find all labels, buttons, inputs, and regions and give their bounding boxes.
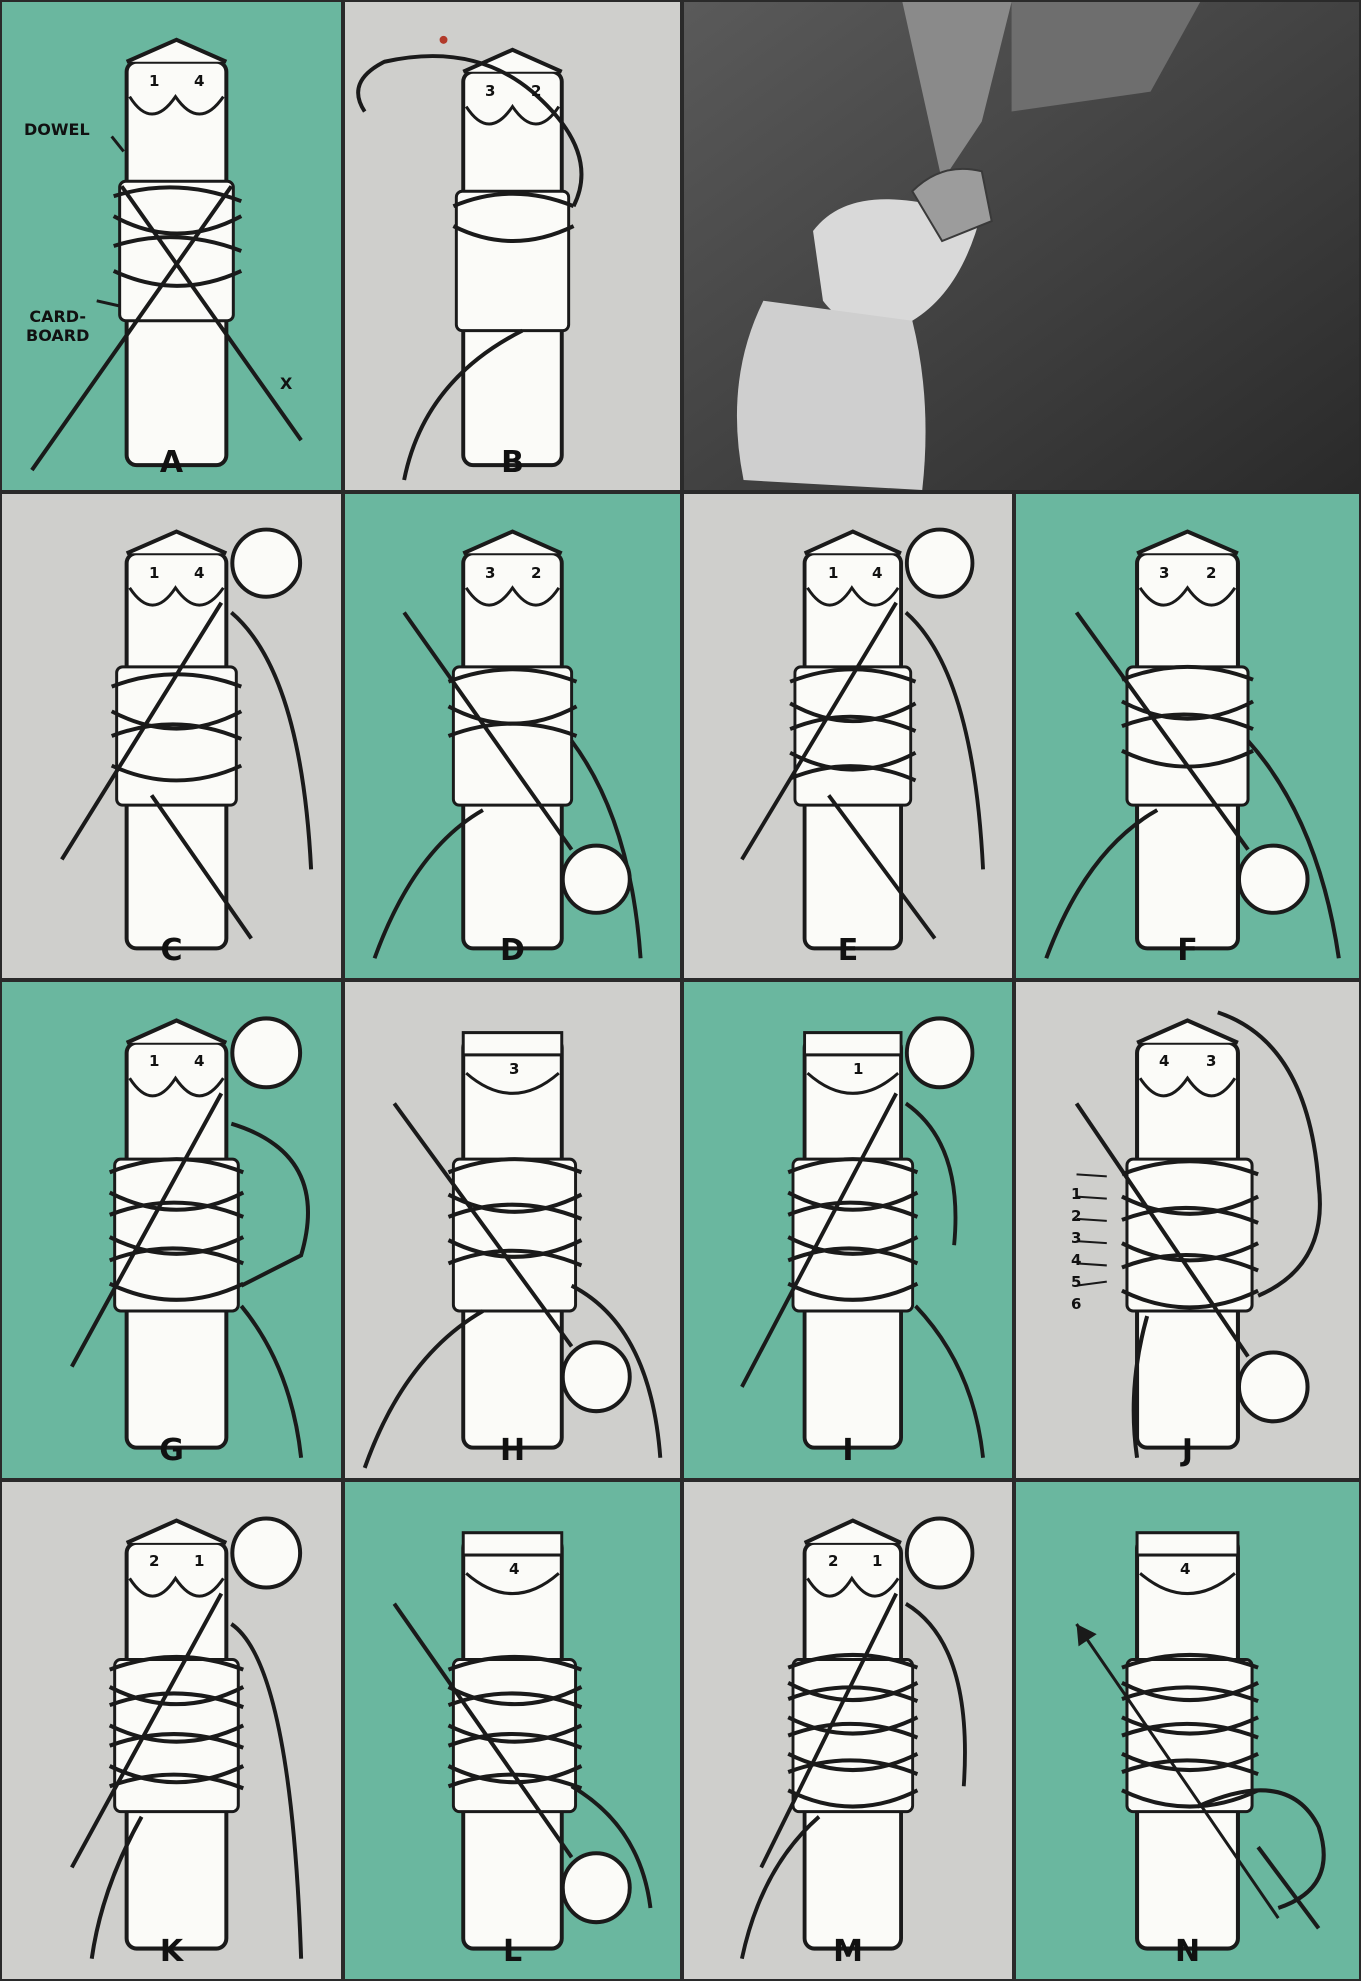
- panel-m-illustration: [684, 1482, 1012, 1979]
- row-marker-4: 4: [1071, 1251, 1081, 1269]
- panel-letter: J: [1016, 1433, 1359, 1468]
- dowel-mark-1: 1: [149, 72, 159, 90]
- panel-letter: B: [345, 445, 680, 480]
- dowel-mark-1: 1: [149, 1052, 159, 1070]
- panel-e: 1 4 E: [682, 492, 1014, 980]
- panel-f-illustration: [1016, 494, 1359, 978]
- panel-letter: H: [345, 1433, 680, 1468]
- panel-f: 3 2 F: [1014, 492, 1361, 980]
- dowel-mark-2: 2: [1206, 564, 1216, 582]
- panel-k-illustration: [2, 1482, 341, 1979]
- panel-d: 3 2 D: [343, 492, 682, 980]
- panel-b: 3 2 B: [343, 0, 682, 492]
- panel-letter: K: [2, 1934, 341, 1969]
- panel-h: 3 H: [343, 980, 682, 1480]
- panel-e-illustration: [684, 494, 1012, 978]
- dowel-mark-2: 4: [194, 564, 204, 582]
- panel-a-illustration: [2, 2, 341, 490]
- dowel-mark-1: 1: [853, 1060, 863, 1078]
- dowel-mark-1: 2: [828, 1552, 838, 1570]
- panel-letter: N: [1016, 1934, 1359, 1969]
- dowel-mark-1: 3: [509, 1060, 519, 1078]
- panel-g: 1 4 G: [0, 980, 343, 1480]
- panel-c: 1 4 C: [0, 492, 343, 980]
- panel-i-illustration: [684, 982, 1012, 1478]
- dowel-mark-1: 1: [828, 564, 838, 582]
- dowel-mark-2: 1: [194, 1552, 204, 1570]
- dowel-mark-1: 4: [509, 1560, 519, 1578]
- cardboard-label-line1: CARD-: [26, 307, 89, 326]
- panel-letter: C: [2, 933, 341, 968]
- panel-n-illustration: [1016, 1482, 1359, 1979]
- cardboard-label: CARD- BOARD: [26, 307, 89, 345]
- panel-letter: F: [1016, 933, 1359, 968]
- braided-knot-icon: [684, 2, 1359, 490]
- photo-panel: [682, 0, 1361, 492]
- panel-letter: E: [684, 933, 1012, 968]
- panel-j-illustration: [1016, 982, 1359, 1478]
- panel-l: 4 L: [343, 1480, 682, 1981]
- dowel-mark-1: 3: [485, 82, 495, 100]
- panel-j: 4 3 1 2 3 4 5 6 J: [1014, 980, 1361, 1480]
- panel-letter: I: [684, 1433, 1012, 1468]
- dowel-mark-1: 2: [149, 1552, 159, 1570]
- panel-c-illustration: [2, 494, 341, 978]
- dowel-mark-1: 3: [1159, 564, 1169, 582]
- row-marker-6: 6: [1071, 1295, 1081, 1313]
- dowel-label: DOWEL: [24, 120, 90, 139]
- cardboard-label-line2: BOARD: [26, 326, 89, 345]
- panel-letter: M: [684, 1934, 1012, 1969]
- panel-h-illustration: [345, 982, 680, 1478]
- panel-k: 2 1 K: [0, 1480, 343, 1981]
- dowel-mark-2: 1: [872, 1552, 882, 1570]
- dowel-mark-1: 1: [149, 564, 159, 582]
- row-marker-2: 2: [1071, 1207, 1081, 1225]
- dowel-mark-1: 4: [1159, 1052, 1169, 1070]
- panel-l-illustration: [345, 1482, 680, 1979]
- panel-letter: G: [2, 1433, 341, 1468]
- dowel-mark-1: 4: [1180, 1560, 1190, 1578]
- row-marker-5: 5: [1071, 1273, 1081, 1291]
- panel-letter: D: [345, 933, 680, 968]
- panel-letter: A: [2, 445, 341, 480]
- panel-m: 2 1 M: [682, 1480, 1014, 1981]
- dowel-mark-2: 4: [194, 72, 204, 90]
- panel-b-illustration: [345, 2, 680, 490]
- panel-g-illustration: [2, 982, 341, 1478]
- panel-d-illustration: [345, 494, 680, 978]
- panel-n: 4 N: [1014, 1480, 1361, 1981]
- row-marker-1: 1: [1071, 1185, 1081, 1203]
- dowel-mark-2: 4: [194, 1052, 204, 1070]
- panel-a: DOWEL CARD- BOARD X 1 4 A: [0, 0, 343, 492]
- dowel-mark-2: 2: [531, 564, 541, 582]
- dowel-mark-2: 2: [531, 82, 541, 100]
- panel-letter: L: [345, 1934, 680, 1969]
- dowel-mark-2: 3: [1206, 1052, 1216, 1070]
- row-marker-3: 3: [1071, 1229, 1081, 1247]
- dowel-mark-1: 3: [485, 564, 495, 582]
- panel-i: 1 I: [682, 980, 1014, 1480]
- dowel-mark-2: 4: [872, 564, 882, 582]
- x-mark-label: X: [280, 374, 292, 393]
